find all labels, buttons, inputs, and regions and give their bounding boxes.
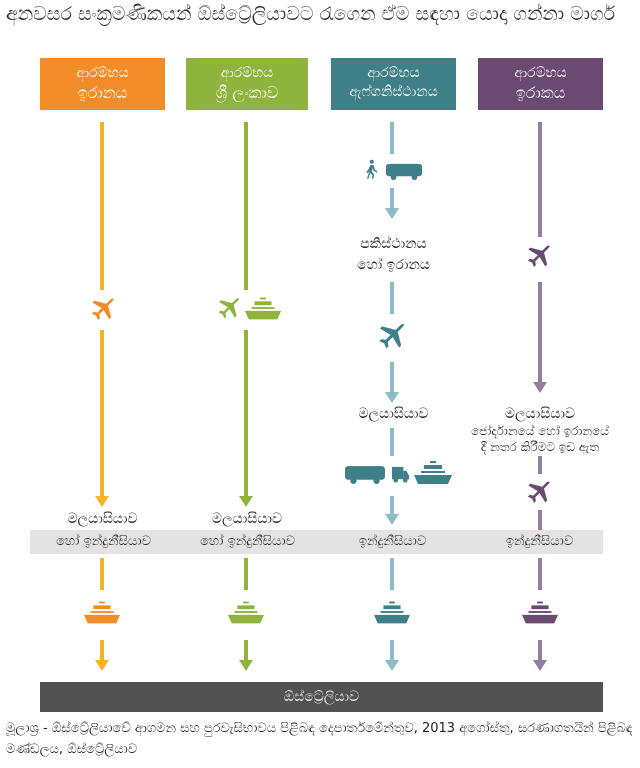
ship-icon	[83, 600, 121, 624]
arrow-head	[385, 514, 399, 525]
band-label: ඉන්දුනීසියාව	[358, 534, 427, 549]
band-label: හෝ ඉන්දුනීසියාව	[56, 534, 151, 549]
route-line	[538, 558, 542, 590]
arrow-head	[95, 496, 109, 507]
route-line	[244, 558, 248, 590]
route-line	[390, 188, 394, 210]
origin-box-iraq: ආරම්භය ඉරාකය	[478, 58, 603, 110]
arrow-head	[239, 660, 253, 671]
origin-box-iran: ආරම්භය ඉරානය	[40, 58, 165, 110]
arrow-head	[239, 496, 253, 507]
route-line	[538, 510, 542, 530]
route-line	[538, 456, 542, 474]
ship-icon	[227, 600, 265, 624]
transit-label: මලයාසියාව	[211, 511, 283, 527]
bus-icon	[344, 464, 386, 485]
transit-label: මලයාසියාව	[358, 406, 429, 422]
plane-icon	[524, 242, 554, 272]
arrow-head	[533, 382, 547, 393]
origin-name: ඉරානය	[77, 83, 128, 102]
route-line	[390, 282, 394, 314]
plane-icon	[88, 295, 118, 325]
transit-band	[30, 530, 603, 554]
origin-label: ආරම්භය	[220, 65, 274, 81]
route-line	[390, 362, 394, 394]
arrow-head	[385, 208, 399, 219]
origin-label: ආරම්භය	[514, 65, 567, 81]
plane-icon	[215, 295, 243, 323]
route-line	[390, 496, 394, 516]
ship-icon	[244, 296, 282, 320]
arrow-head	[533, 660, 547, 671]
walking-person-icon	[363, 159, 379, 179]
origin-label: ආරම්භය	[367, 65, 420, 81]
route-line	[244, 640, 248, 662]
plane-icon	[524, 478, 554, 508]
origin-name: ඇෆ්ගනිස්ථානය	[349, 84, 438, 100]
route-line	[538, 640, 542, 662]
ship-icon	[373, 600, 411, 624]
destination-bar: ඕස්ට්‍රේලියාව	[40, 682, 603, 712]
band-label: ඉන්දුනීසියාව	[505, 534, 574, 549]
route-line	[100, 330, 104, 498]
plane-icon	[375, 320, 409, 354]
origin-name: ශ්‍රී ලංකාව	[215, 83, 279, 102]
route-line	[390, 640, 394, 662]
arrow-head	[385, 660, 399, 671]
route-line	[100, 558, 104, 590]
note-stopover: දී නතර කිරීමට ඉඩ ඇත	[480, 440, 600, 454]
stop-label-pakistan: පකිස්ථානය	[360, 236, 427, 252]
ship-icon	[413, 460, 453, 484]
transit-label: මලයාසියාව	[504, 406, 576, 422]
route-line	[244, 330, 248, 498]
origin-box-afghanistan: ආරම්භය ඇෆ්ගනිස්ථානය	[331, 58, 456, 110]
transit-label: මලයාසියාව	[67, 511, 138, 527]
bus-icon	[385, 162, 423, 181]
note-jordan-iran: ජෝර්දානයේ හෝ ඉරානයේ	[471, 424, 609, 438]
route-line	[100, 122, 104, 290]
arrow-head	[385, 392, 399, 403]
route-line	[390, 428, 394, 456]
route-line	[538, 282, 542, 384]
origin-label: ආරම්භය	[76, 65, 129, 81]
stop-label-or-iran: හෝ ඉරානය	[357, 257, 430, 273]
route-line	[538, 122, 542, 237]
origin-name: ඉරාකය	[515, 83, 566, 102]
truck-icon	[391, 465, 410, 484]
diagram-title: අනවසර සංක්‍රමණිකයන් ඕස්ට්‍රේලියාවට රැගෙන…	[6, 3, 616, 25]
arrow-head	[95, 660, 109, 671]
ship-icon	[521, 600, 559, 624]
source-note: මූලාශ්‍ර - ඕස්ට්‍රේලියාවේ ආගමන සහ පුරවැස…	[6, 721, 633, 757]
route-line	[100, 640, 104, 662]
route-line	[390, 122, 394, 154]
route-line	[244, 122, 248, 290]
band-label: හෝ ඉන්දුනීසියාව	[200, 534, 295, 549]
route-line	[390, 558, 394, 590]
origin-box-sri-lanka: ආරම්භය ශ්‍රී ලංකාව	[186, 58, 308, 110]
